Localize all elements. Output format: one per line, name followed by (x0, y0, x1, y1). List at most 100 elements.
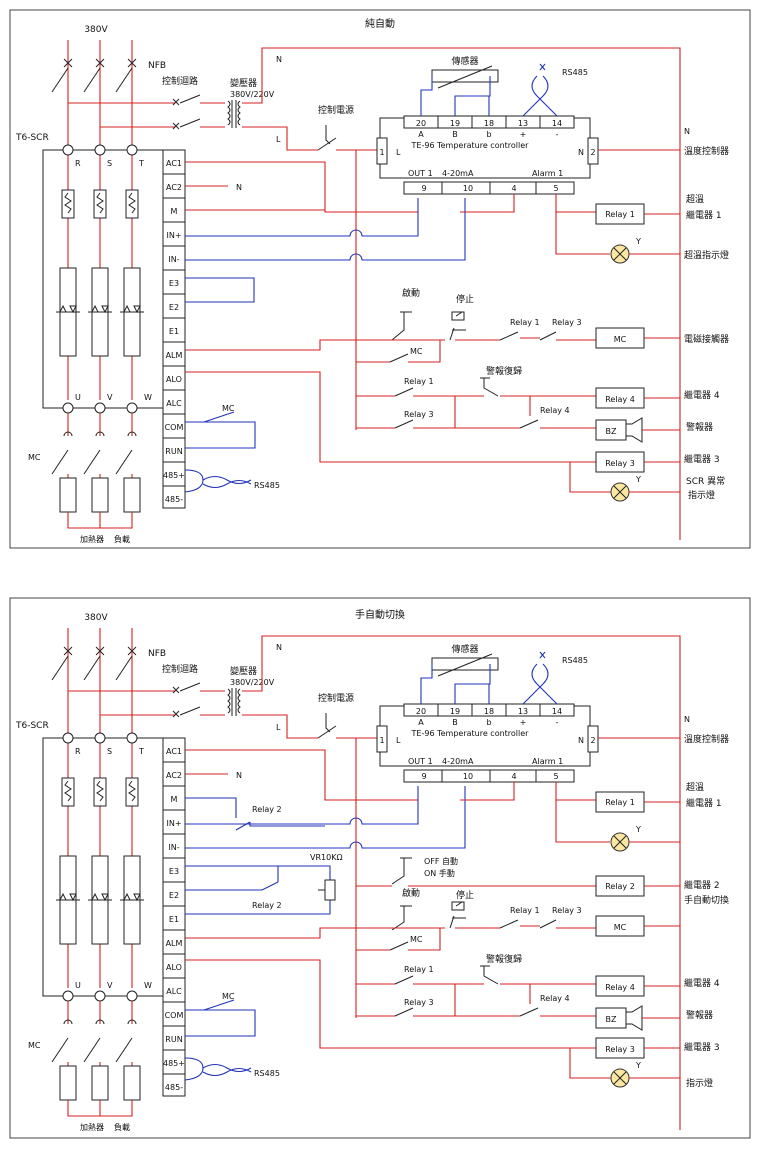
lamp2-cross (613, 1071, 627, 1085)
alarm-reset-label: 警報復歸 (486, 365, 522, 377)
alarm-rung-2 (356, 396, 596, 429)
stop-label: 停止 (456, 293, 474, 305)
right-relay1: 繼電器 1 (686, 209, 722, 221)
wire-in-minus (185, 198, 466, 261)
scr-phases (56, 732, 144, 1002)
ctrl-side-l: L (396, 736, 401, 745)
ctrl-out1: OUT 1 (408, 169, 433, 178)
transformer (227, 100, 241, 128)
switch-on-label: ON 手動 (424, 868, 455, 878)
right-scr-abnormal: SCR 異常 (686, 475, 725, 487)
sensor-arrow (437, 653, 493, 677)
terminal-ac2: AC2 (166, 771, 182, 780)
terminal-e2: E2 (169, 891, 179, 900)
live-wire (242, 714, 318, 739)
ctrl-side-l: L (396, 148, 401, 157)
scr-input-s: S (107, 747, 112, 756)
right-temp-ctrl: 溫度控制器 (684, 733, 729, 745)
terminal-485-minus: 485- (165, 495, 183, 504)
sensor-wires (420, 664, 491, 704)
diagram-title: 純自動 (365, 17, 395, 30)
terminal-labels: AC1 AC2 M IN+ IN- E3 E2 E1 ALM ALO ALC C… (163, 159, 185, 504)
right-alarm: 警報器 (686, 1009, 713, 1021)
load-heater-label: 加熱器 (80, 1122, 104, 1132)
alarm-relay3-label: Relay 3 (404, 998, 434, 1007)
wire-com-run (185, 999, 256, 1037)
mc-hold-contact (389, 941, 409, 951)
terminal-in-minus: IN- (168, 255, 179, 264)
ctrl-rs485-label: RS485 (562, 656, 588, 665)
heater-2 (91, 1065, 109, 1101)
ctrl-term-19: 19 (450, 119, 460, 128)
alarm-relay4-label: Relay 4 (540, 406, 570, 415)
lamp-cross (613, 835, 627, 849)
phase-lines (67, 40, 133, 150)
load-lines-mid (67, 474, 133, 478)
transformer (227, 688, 241, 716)
load-lines-mid (67, 1062, 133, 1066)
live-label: L (276, 723, 281, 732)
lamp-y-label: Y (635, 237, 641, 246)
terminal-alc: ALC (166, 399, 182, 408)
ctrl-side-1: 1 (379, 736, 384, 745)
run-relay3-label: Relay 3 (552, 318, 582, 327)
right-contactor: 電磁接觸器 (684, 333, 729, 345)
buzzer (595, 1007, 627, 1029)
lamp-cross (613, 247, 627, 261)
load-lines-top (67, 413, 133, 436)
ctrl-bottom-9: 9 (421, 184, 426, 193)
run-relay3-label: Relay 3 (552, 906, 582, 915)
stop-button (449, 311, 466, 341)
load-contacts (51, 431, 137, 475)
scr-output-u: U (75, 981, 81, 990)
run-rung (416, 925, 596, 929)
ctrl-sub-b-lower: b (486, 718, 491, 727)
buzzer-label: BZ (606, 1015, 617, 1024)
phase-lines (67, 628, 133, 738)
wire-alo (185, 959, 596, 1049)
terminal-labels: AC1 AC2 M IN+ IN- E3 E2 E1 ALM ALO ALC C… (163, 747, 185, 1092)
terminal-in-plus: IN+ (166, 231, 181, 240)
sensor-label: 傳感器 (451, 643, 478, 655)
right-n-label: N (684, 127, 690, 136)
right-alarm: 警報器 (686, 421, 713, 433)
mc-hold-contact (389, 353, 409, 363)
ctrl-alarm-wires (460, 194, 610, 255)
ctrl-side-2: 2 (590, 736, 595, 745)
alarm-rung-1-contacts (394, 377, 499, 397)
wire-e3-e2 (185, 277, 255, 303)
alarm-reset-label: 警報復歸 (486, 953, 522, 965)
ctrl-term-19: 19 (450, 707, 460, 716)
stop-label: 停止 (456, 889, 474, 901)
mc-coil-label: MC (614, 335, 627, 344)
control-taps (68, 690, 175, 716)
wire-alm (185, 927, 356, 939)
stop-button (449, 901, 466, 929)
control-x-marks (172, 98, 180, 130)
live-wire (242, 126, 318, 151)
nfb-contacts (51, 67, 133, 93)
ctrl-rs485-label: RS485 (562, 68, 588, 77)
transformer-rating: 380V/220V (230, 678, 275, 687)
terminal-strip (162, 149, 186, 509)
scr-model: T6-SCR (15, 721, 49, 731)
wire-in-plus (185, 198, 419, 237)
diagram-manual-auto: 手自動切換 380V NFB 控制迴路 變壓器 380V/220V N L 控制… (9, 597, 751, 1139)
ctrl-bottom-10: 10 (463, 184, 473, 193)
ctrl-sub-plus: + (520, 718, 527, 727)
control-wire (200, 102, 225, 128)
ac2-n-label: N (236, 771, 242, 780)
switch-off-label: OFF 自動 (424, 856, 458, 866)
ctrl-alarm1: Alarm 1 (532, 757, 563, 766)
scr-output-v: V (107, 981, 113, 990)
ctrl-sub-b-lower: b (486, 130, 491, 139)
ctrl-bottom-10: 10 (463, 772, 473, 781)
mc-hold-label: MC (410, 935, 423, 944)
ctrl-term-13: 13 (518, 707, 528, 716)
terminal-e3: E3 (169, 279, 179, 288)
relay1-coil-label: Relay 1 (605, 210, 635, 219)
terminal-485-plus: 485+ (163, 1059, 185, 1068)
diagram-auto: 純自動 380V NFB 控制迴路 變壓器 380V/220V N L 控制電源… (9, 9, 751, 549)
mc-hold-rung (356, 928, 441, 951)
